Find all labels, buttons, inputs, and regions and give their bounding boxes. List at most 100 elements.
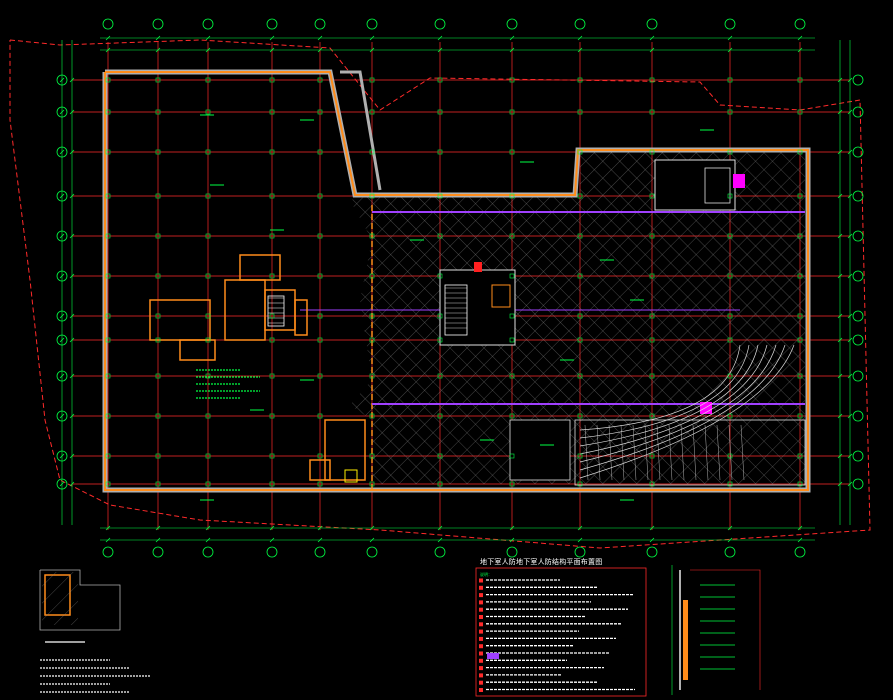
- dim-tick: [437, 47, 443, 53]
- dim-tick: [847, 453, 853, 459]
- parking-hatch-area: [350, 152, 805, 484]
- column-mark: [155, 453, 161, 459]
- column-mark: [509, 233, 515, 239]
- note-bullet: [479, 644, 483, 649]
- column-mark: [369, 453, 375, 459]
- dim-tick: [837, 273, 843, 279]
- dim-tick: [797, 537, 803, 543]
- column-mark: [155, 273, 161, 279]
- column-mark: [509, 453, 515, 459]
- column-mark: [317, 233, 323, 239]
- axis-bubble-right: [852, 270, 864, 282]
- dim-tick: [59, 313, 65, 319]
- column-mark: [649, 149, 655, 155]
- axis-bubble-bottom: [314, 546, 326, 558]
- axis-bubble-bottom: [102, 546, 114, 558]
- column-mark: [727, 373, 733, 379]
- axis-bubble-top: [434, 18, 446, 30]
- axis-bubble-top: [646, 18, 658, 30]
- dim-tick: [69, 193, 75, 199]
- dim-tick: [509, 525, 515, 531]
- axis-bubble-top: [366, 18, 378, 30]
- column-mark: [577, 413, 583, 419]
- axis-bubble-top: [152, 18, 164, 30]
- axis-bubble-left: [56, 230, 68, 242]
- column-mark: [317, 77, 323, 83]
- column-mark: [437, 313, 443, 319]
- column-mark: [269, 77, 275, 83]
- dim-tick: [649, 525, 655, 531]
- column-mark: [369, 109, 375, 115]
- column-mark: [797, 413, 803, 419]
- dim-tick: [59, 481, 65, 487]
- car-symbol: [704, 167, 731, 204]
- column-mark: [269, 453, 275, 459]
- notes-legend-label: 说明：: [480, 572, 492, 577]
- ramp-stripe: [740, 424, 745, 481]
- column-mark: [797, 149, 803, 155]
- column-mark: [317, 337, 323, 343]
- note-bullet: [479, 658, 483, 663]
- column-mark: [577, 481, 583, 487]
- column-mark: [437, 337, 443, 343]
- dim-tick: [59, 453, 65, 459]
- column-mark: [577, 373, 583, 379]
- room-outline: [294, 299, 308, 336]
- column-mark: [317, 453, 323, 459]
- column-mark: [105, 453, 111, 459]
- column-mark: [577, 337, 583, 343]
- column-mark: [509, 193, 515, 199]
- column-mark: [649, 193, 655, 199]
- axis-bubble-right: [852, 334, 864, 346]
- stair: [267, 295, 285, 327]
- dim-tick: [205, 525, 211, 531]
- room-outline: [179, 339, 216, 361]
- ramp-stripe: [644, 424, 649, 481]
- column-mark: [727, 481, 733, 487]
- axis-bubble-right: [852, 74, 864, 86]
- dim-tick: [837, 233, 843, 239]
- dim-tick: [269, 35, 275, 41]
- column-mark: [437, 413, 443, 419]
- dim-tick: [69, 109, 75, 115]
- dim-tick: [69, 149, 75, 155]
- column-mark: [105, 313, 111, 319]
- note-bullet: [479, 615, 483, 619]
- ramp-curve: [579, 344, 750, 439]
- dim-tick: [727, 35, 733, 41]
- column-mark: [797, 77, 803, 83]
- column-mark: [105, 109, 111, 115]
- dim-tick: [837, 193, 843, 199]
- dim-tick: [727, 537, 733, 543]
- dim-tick: [837, 337, 843, 343]
- column-mark: [155, 337, 161, 343]
- ramp-stripe: [692, 424, 697, 481]
- dim-tick: [509, 35, 515, 41]
- axis-bubble-right: [852, 310, 864, 322]
- column-mark: [369, 481, 375, 487]
- ramp-curve: [579, 344, 795, 479]
- column-mark: [509, 273, 515, 279]
- column-mark: [205, 149, 211, 155]
- vehicle-ramp: [574, 344, 806, 486]
- column-mark: [437, 109, 443, 115]
- dim-tick: [155, 35, 161, 41]
- dim-tick: [847, 77, 853, 83]
- column-mark: [205, 337, 211, 343]
- column-mark: [649, 481, 655, 487]
- column-mark: [105, 373, 111, 379]
- column-mark: [369, 337, 375, 343]
- column-mark: [155, 413, 161, 419]
- column-mark: [797, 337, 803, 343]
- column-mark: [105, 193, 111, 199]
- dim-tick: [155, 525, 161, 531]
- dim-tick: [69, 453, 75, 459]
- dim-tick: [649, 47, 655, 53]
- axis-bubble-bottom: [366, 546, 378, 558]
- column-mark: [727, 313, 733, 319]
- column-mark: [727, 273, 733, 279]
- ramp-curve: [579, 344, 777, 463]
- axis-bubble-top: [202, 18, 214, 30]
- ramp-stripe: [680, 424, 685, 481]
- note-bullet: [479, 680, 483, 685]
